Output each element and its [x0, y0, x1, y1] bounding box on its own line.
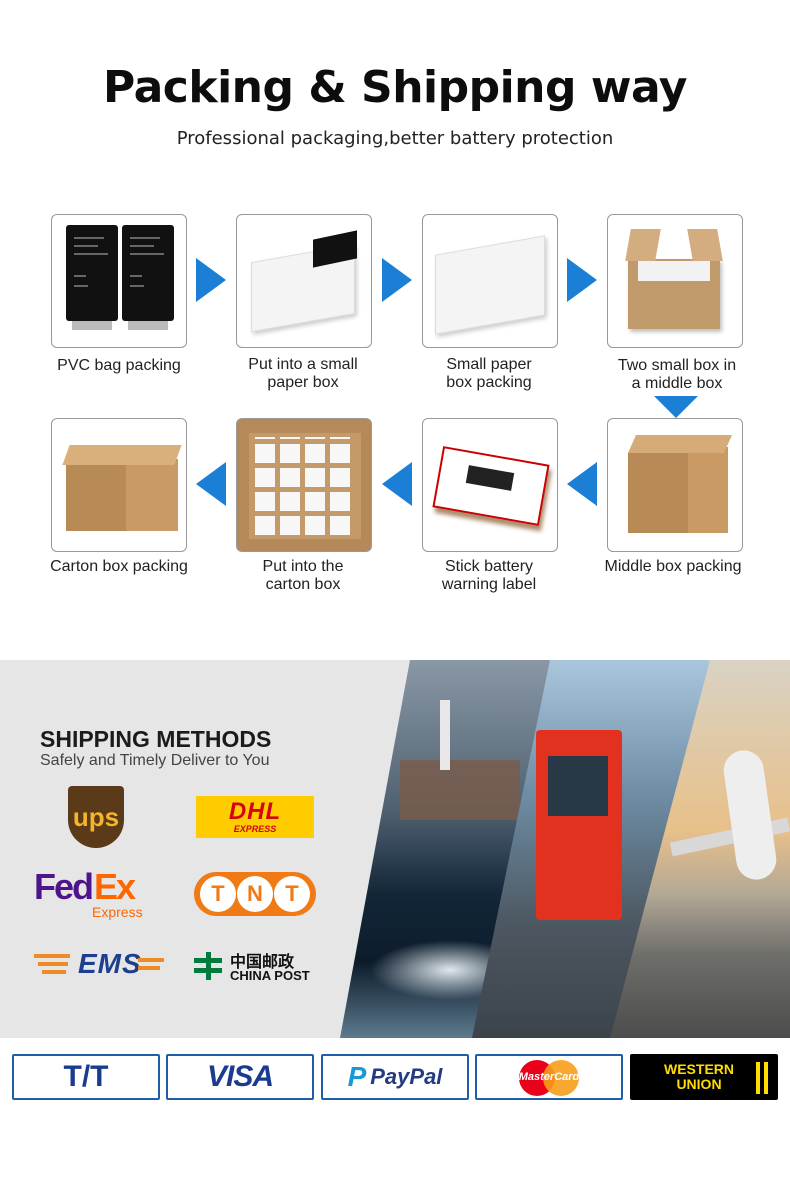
battery-image [66, 225, 118, 330]
step-label-carton-box: Carton box packing [50, 558, 188, 575]
battery-image [122, 225, 174, 330]
step-carton-labels-image [236, 418, 372, 552]
step-two-boxes-image [607, 214, 743, 348]
payment-visa-badge: VISA [166, 1054, 314, 1100]
page-title: Packing & Shipping way [103, 62, 688, 113]
payment-western-union-badge: WESTERN UNION [630, 1054, 778, 1100]
arrow-right-icon [382, 258, 412, 302]
ems-logo: EMS [34, 948, 164, 982]
ups-logo: ups [68, 786, 124, 848]
china-post-logo: 中国邮政 CHINA POST [194, 948, 324, 984]
step-label-pvc-bag: PVC bag packing [57, 357, 181, 374]
arrow-down-icon [654, 396, 698, 418]
dhl-logo: DHL EXPRESS [196, 796, 314, 838]
arrow-left-icon [567, 462, 597, 506]
paypal-icon: P [347, 1061, 367, 1092]
step-pvc-bag-image [51, 214, 187, 348]
step-carton-box-image [51, 418, 187, 552]
arrow-right-icon [567, 258, 597, 302]
payment-tt-badge: T/T [12, 1054, 160, 1100]
payment-paypal-badge: P PayPal [321, 1054, 469, 1100]
payment-mastercard-badge: MasterCard [475, 1054, 623, 1100]
step-warning-label-image [422, 418, 558, 552]
page-subtitle: Professional packaging,better battery pr… [176, 128, 614, 149]
arrow-left-icon [382, 462, 412, 506]
step-small-paper-box-image [236, 214, 372, 348]
step-middle-box-image [607, 418, 743, 552]
arrow-right-icon [196, 258, 226, 302]
china-post-icon [194, 952, 222, 980]
shipping-methods-banner: SHIPPING METHODS Safely and Timely Deliv… [0, 660, 790, 1038]
step-label-middle-box: Middle box packing [604, 558, 742, 575]
shipping-subtitle: Safely and Timely Deliver to You [40, 752, 270, 769]
step-small-box-packing-image [422, 214, 558, 348]
fedex-logo: Fed Ex Express [34, 866, 143, 920]
arrow-left-icon [196, 462, 226, 506]
shipping-title: SHIPPING METHODS [40, 726, 272, 752]
tnt-logo: T N T [194, 872, 316, 916]
